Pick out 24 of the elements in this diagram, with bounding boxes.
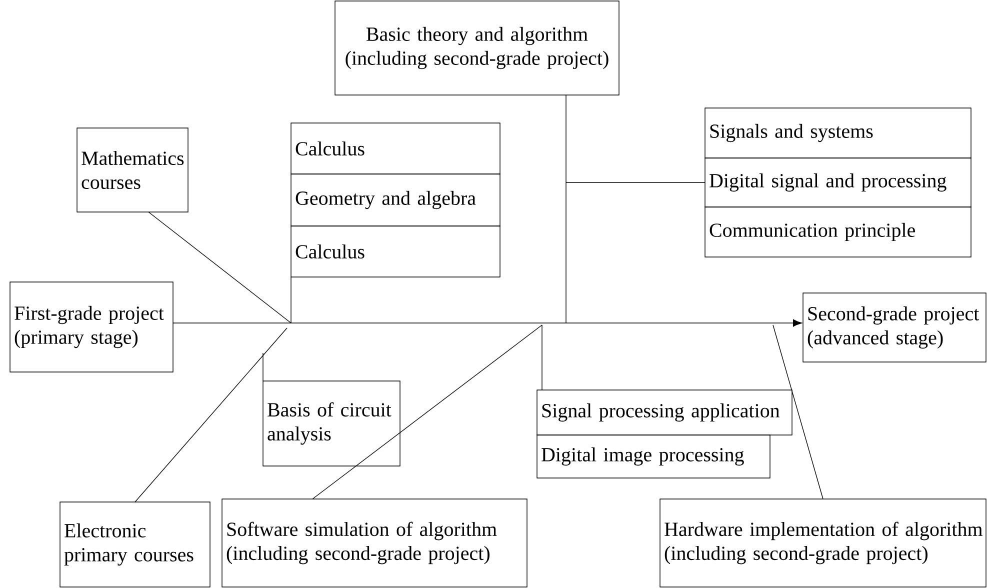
branch-line: [290, 276, 292, 324]
project-box: First-grade project (primary stage): [10, 282, 174, 372]
course-box: Calculus: [290, 122, 500, 174]
spine-arrow: [172, 319, 802, 327]
course-box: Basis of circuit analysis: [262, 380, 400, 466]
course-box: Calculus: [290, 226, 500, 278]
category-box: Basic theory and algorithm (including second-grade project): [334, 0, 620, 96]
branch-line: [134, 328, 288, 502]
course-box: Geometry and algebra: [290, 174, 500, 226]
category-box: Electronic primary courses: [60, 502, 210, 588]
category-box: Hardware implementation of algorithm (including second-grade project): [660, 498, 986, 588]
branch-line: [566, 182, 706, 183]
course-box: Digital image processing: [536, 434, 770, 478]
course-box: Signal processing application: [536, 390, 792, 436]
course-box: Communication principle: [704, 206, 972, 258]
course-box: Signals and systems: [704, 108, 972, 158]
course-box: Mathematics courses: [76, 128, 188, 212]
category-box: Software simulation of algorithm (including second-grade project): [222, 498, 528, 588]
branch-line: [148, 212, 292, 324]
project-box: Second-grade project (advanced stage): [802, 292, 986, 362]
branch-line: [262, 352, 264, 382]
branch-line: [772, 324, 824, 500]
course-box: Digital signal and processing: [704, 158, 972, 208]
branch-line: [312, 324, 542, 500]
